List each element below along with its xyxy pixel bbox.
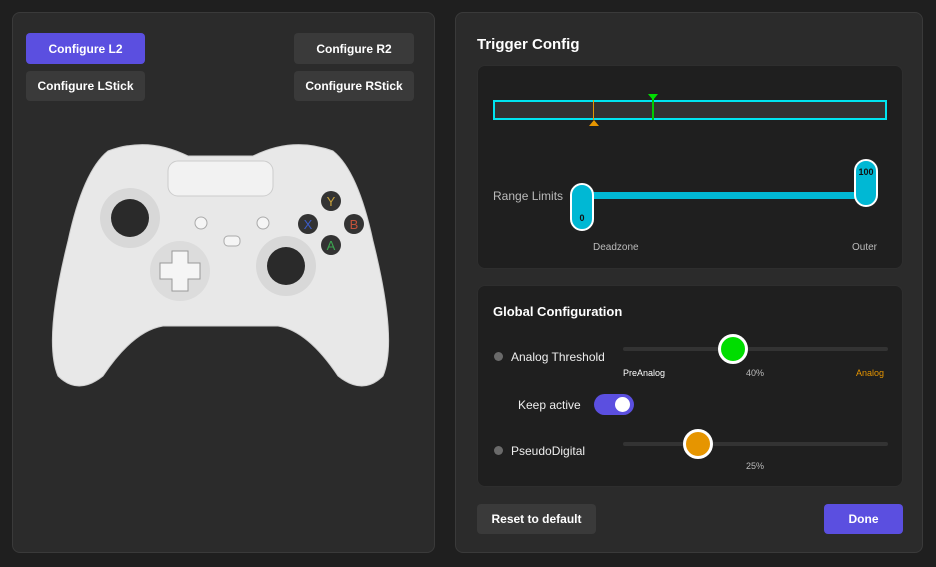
configure-l2-button[interactable]: Configure L2 [26,33,145,64]
configure-rstick-button[interactable]: Configure RStick [294,71,414,101]
range-min-thumb[interactable]: 0 [570,183,594,231]
b-button-label: B [350,217,359,232]
controller-panel: Configure L2 Configure R2 Configure LSti… [12,12,435,553]
deadzone-label: Deadzone [593,242,639,253]
analog-threshold-label: Analog Threshold [511,350,605,364]
keep-active-label: Keep active [518,398,581,412]
range-max-value: 100 [858,167,874,177]
range-min-value: 0 [579,213,585,223]
preanalog-label: PreAnalog [623,368,666,378]
pseudodigital-indicator [494,446,503,455]
pseudodigital-slider[interactable] [623,442,888,446]
analog-threshold-thumb[interactable] [718,334,748,364]
outer-label: Outer [852,242,878,253]
global-config-card: Global Configuration Analog Threshold Pr… [477,285,903,487]
analog-threshold-slider[interactable] [623,347,888,351]
deadzone-marker-arrow-icon [589,120,599,126]
toggle-knob [615,397,630,412]
trigger-card: Range Limits 0 100 Deadzone Outer [477,65,903,269]
deadzone-marker [593,100,594,120]
analog-threshold-indicator [494,352,503,361]
trigger-bar [493,100,887,120]
range-max-thumb[interactable]: 100 [854,159,878,207]
trigger-config-panel: Trigger Config Range Limits 0 100 Deadzo… [455,12,923,553]
threshold-marker-arrow-icon [648,94,658,100]
pseudodigital-label: PseudoDigital [511,444,586,458]
pseudodigital-value: 25% [746,461,765,471]
global-config-title: Global Configuration [493,304,623,319]
done-button[interactable]: Done [824,504,903,534]
threshold-marker [652,98,654,120]
analog-threshold-value: 40% [746,368,765,378]
configure-lstick-button[interactable]: Configure LStick [26,71,145,101]
reset-to-default-button[interactable]: Reset to default [477,504,596,534]
controller-image: Y X B A [51,144,390,387]
analog-label: Analog [856,368,885,378]
y-button-label: Y [327,194,336,209]
x-button-label: X [304,217,313,232]
pseudodigital-thumb[interactable] [683,429,713,459]
panel-title: Trigger Config [477,36,580,53]
range-track [582,192,865,199]
range-limits-label: Range Limits [493,189,564,203]
a-button-label: A [327,238,336,253]
keep-active-toggle[interactable] [594,394,634,415]
configure-r2-button[interactable]: Configure R2 [294,33,414,64]
